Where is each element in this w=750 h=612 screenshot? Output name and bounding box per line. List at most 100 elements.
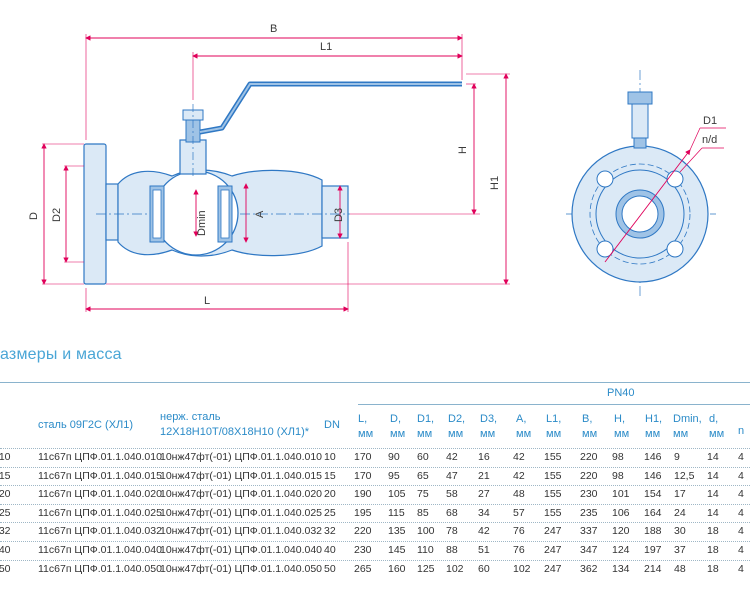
left-pipe <box>105 183 119 241</box>
table-cell: 20 <box>324 488 336 501</box>
table-cell: 10нж47фт(-01) ЦПФ.01.1.040.032 <box>160 525 323 538</box>
table-cell: 14 <box>707 506 719 519</box>
table-cell: 220 <box>354 525 372 538</box>
table-cell: 10нж47фт(-01) ЦПФ.01.1.040.050 <box>160 562 323 575</box>
column-header-h1: H1, мм <box>645 413 663 440</box>
table-cell: 16 <box>478 451 490 463</box>
table-cell: 11с67п ЦПФ.01.1.040.010 <box>38 451 162 463</box>
table-cell: 105 <box>388 488 406 501</box>
row-divider <box>0 448 750 449</box>
column-header-a: A, мм <box>516 413 532 440</box>
table-cell: 155 <box>544 488 562 501</box>
label-h: H <box>457 146 469 154</box>
table-cell: 115 <box>388 506 405 519</box>
table-cell: 247 <box>544 525 562 538</box>
label-dmin: Dmin <box>196 210 208 236</box>
bolt-hole <box>596 240 614 258</box>
table-cell: 230 <box>580 488 598 501</box>
table-cell: 102 <box>446 562 464 575</box>
table-cell: 14 <box>707 469 719 482</box>
table-cell: 220 <box>580 469 598 482</box>
table-cell: 98 <box>612 451 624 463</box>
table-cell: 110 <box>417 544 434 556</box>
table-cell: 37 <box>674 544 686 556</box>
table-cell: 34 <box>478 506 490 519</box>
bolt-hole <box>666 240 684 258</box>
column-header-b: B, мм <box>582 413 598 440</box>
table-cell: 050 <box>0 562 11 575</box>
table-cell: 195 <box>354 506 372 519</box>
table-cell: 146 <box>644 451 662 463</box>
table-cell: 190 <box>354 488 372 501</box>
row-divider <box>0 503 750 505</box>
table-cell: 42 <box>513 469 525 482</box>
table-cell: 14 <box>707 451 719 463</box>
table-cell: 85 <box>417 506 429 519</box>
table-cell: 362 <box>580 562 598 575</box>
valve-technical-drawing: Dmin A D3 D D2 L B L1 H <box>28 23 726 312</box>
table-cell: 40 <box>324 544 336 556</box>
table-cell: 25 <box>324 506 336 519</box>
table-cell: 9 <box>674 451 680 463</box>
table-cell: 30 <box>674 525 686 538</box>
table-cell: 11с67п ЦПФ.01.1.040.025 <box>38 506 162 519</box>
table-cell: 146 <box>644 469 662 482</box>
table-cell: 4 <box>738 525 744 538</box>
table-cell: 124 <box>612 544 630 556</box>
table-cell: 27 <box>478 488 490 501</box>
table-cell: 265 <box>354 562 372 575</box>
table-cell: 4 <box>738 451 744 463</box>
table-cell: 145 <box>388 544 406 556</box>
row-divider <box>0 541 750 542</box>
column-header-cst: нерж. сталь 12Х18Н10Т/08Х18Н10 (ХЛ1)* <box>160 411 310 438</box>
table-cell: 247 <box>544 544 562 556</box>
table-cell: 4 <box>738 469 744 482</box>
column-header-d1: D1, мм <box>417 413 435 440</box>
table-cell: 11с67п ЦПФ.01.1.040.050 <box>38 562 162 575</box>
row-divider <box>0 559 750 561</box>
table-cell: 4 <box>738 562 744 575</box>
table-cell: 11с67п ЦПФ.01.1.040.015 <box>38 469 162 482</box>
table-cell: 47 <box>446 469 458 482</box>
bore <box>621 195 659 233</box>
label-h1: H1 <box>489 176 501 190</box>
table-cell: 95 <box>388 469 400 482</box>
table-cell: 10нж47фт(-01) ЦПФ.01.1.040.040 <box>160 544 323 556</box>
table-cell: 75 <box>417 488 429 501</box>
label-d1: D1 <box>703 115 717 127</box>
table-cell: 78 <box>446 525 458 538</box>
label-nd: n/d <box>702 134 717 146</box>
table-cell: 134 <box>612 562 630 575</box>
table-cell: 11с67п ЦПФ.01.1.040.032 <box>38 525 162 538</box>
label-d: D <box>28 212 40 220</box>
table-cell: 32 <box>324 525 336 538</box>
table-cell: 155 <box>544 451 562 463</box>
table-cell: 21 <box>478 469 490 482</box>
column-header-c09: сталь 09Г2С (ХЛ1) <box>38 419 134 431</box>
dimensions-table: PN40 сталь 09Г2С (ХЛ1)нерж. сталь 12Х18Н… <box>0 382 750 612</box>
table-cell: 15 <box>324 469 336 482</box>
column-header-l: L, мм <box>358 413 374 440</box>
table-cell: 164 <box>644 506 662 519</box>
table-cell: 170 <box>354 469 372 482</box>
table-cell: 88 <box>446 544 458 556</box>
bolt-hole <box>596 170 614 188</box>
column-header-h: H, мм <box>614 413 630 440</box>
column-header-dmin: Dmin, мм <box>673 413 702 440</box>
table-cell: 24 <box>674 506 686 519</box>
table-cell: 102 <box>513 562 531 575</box>
table-cell: 220 <box>580 451 598 463</box>
table-cell: 14 <box>707 488 719 501</box>
section-title: азмеры и масса <box>0 346 122 363</box>
table-cell: 98 <box>612 469 624 482</box>
table-cell: 58 <box>446 488 458 501</box>
right-pipe <box>321 185 349 239</box>
table-cell: 17 <box>674 488 686 501</box>
table-cell: 65 <box>417 469 429 482</box>
column-header-dd: d, мм <box>709 413 725 440</box>
label-l1: L1 <box>320 41 332 53</box>
table-cell: 170 <box>354 451 372 463</box>
table-cell: 040 <box>0 544 11 556</box>
table-cell: 235 <box>580 506 598 519</box>
table-cell: 10 <box>324 451 336 463</box>
